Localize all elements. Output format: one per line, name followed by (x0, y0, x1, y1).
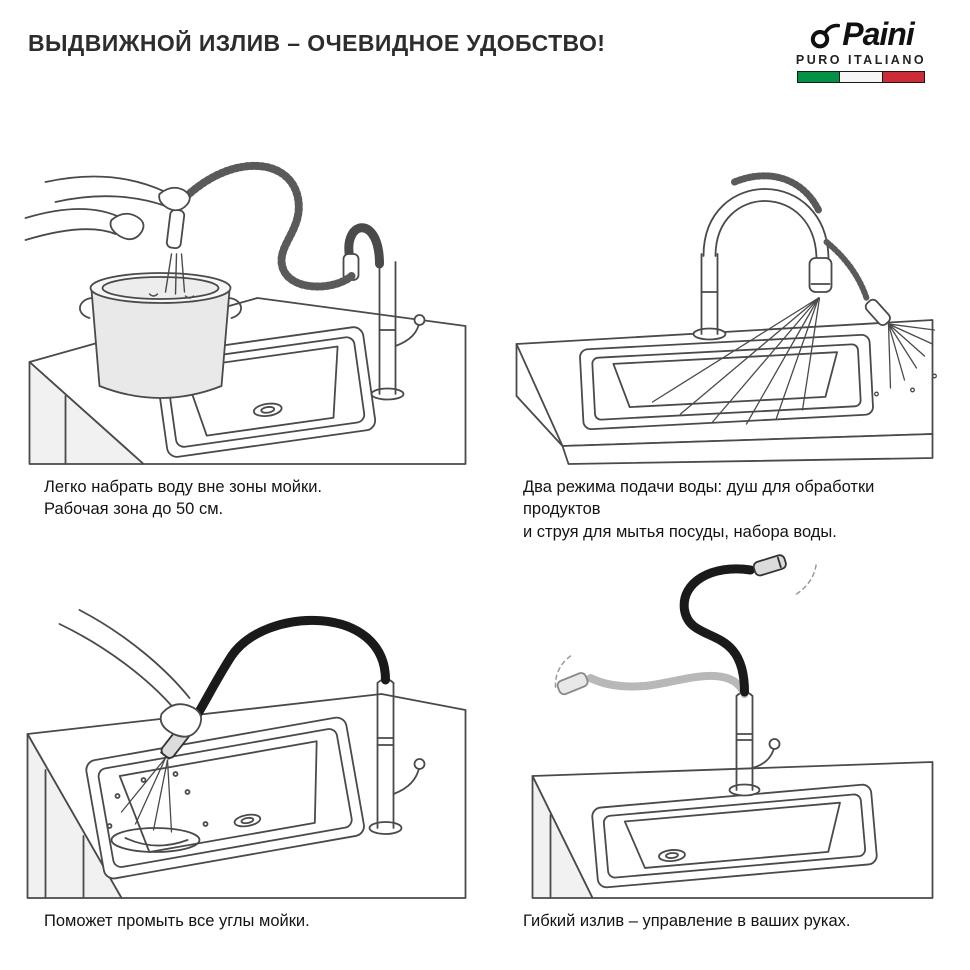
jet-spray (875, 324, 937, 396)
side-spray-head (864, 298, 892, 328)
spray-head (166, 209, 185, 248)
sink (580, 334, 874, 429)
counter-front (563, 434, 933, 464)
brand-tagline: PURO ITALIANO (795, 53, 927, 67)
hand-arm (60, 610, 202, 737)
cabinet-front (533, 776, 593, 898)
hose-segment (735, 176, 819, 210)
caption-line: Рабочая зона до 50 см. (44, 500, 224, 519)
panels-grid: Легко набрать воду вне зоны мойки. Рабоч… (24, 94, 946, 946)
panel-two-modes (503, 94, 946, 466)
drain (659, 849, 686, 862)
brand-name: Paini (842, 16, 914, 52)
pot (80, 273, 241, 398)
faucet-lever (753, 746, 775, 768)
paini-logo-icon (808, 22, 840, 50)
caption-fill-pot: Легко набрать воду вне зоны мойки. Рабоч… (24, 466, 467, 528)
caption-line: Легко набрать воду вне зоны мойки. (44, 478, 323, 496)
hands (26, 177, 190, 240)
ghost-spray-head (556, 672, 589, 696)
illustration-rinse-corners (24, 528, 467, 900)
caption-line: Поможет промыть все углы мойки. (44, 912, 310, 930)
splash (108, 772, 208, 852)
faucet (370, 679, 425, 834)
caption-line: и струя для мытья посуды, набора воды. (523, 522, 837, 541)
caption-line: Гибкий излив – управление в ваших руках. (523, 912, 851, 930)
panel-flexible-spout (503, 528, 946, 900)
spray-head (752, 554, 787, 577)
header: ВЫДВИЖНОЙ ИЗЛИВ – ОЧЕВИДНОЕ УДОБСТВО! Pa… (24, 16, 946, 92)
sink (592, 784, 878, 888)
flexible-hose (684, 569, 750, 692)
faucet (694, 189, 832, 340)
shower-spray (653, 298, 820, 424)
cabinet-front (30, 362, 144, 464)
cabinet-front (28, 734, 122, 898)
caption-line: Два режима подачи воды: душ для обработк… (523, 478, 875, 519)
motion-arc-left (555, 656, 570, 688)
drain (253, 402, 282, 418)
illustration-fill-pot (24, 94, 467, 466)
water-stream (150, 254, 194, 298)
spray (122, 758, 172, 832)
motion-arc-right (797, 562, 817, 594)
caption-two-modes: Два режима подачи воды: душ для обработк… (503, 466, 946, 541)
side-hose (827, 242, 867, 298)
italian-flag-icon (797, 71, 925, 83)
drain (234, 813, 262, 828)
illustration-flexible-spout (503, 528, 946, 900)
sink (85, 716, 366, 880)
page-title: ВЫДВИЖНОЙ ИЗЛИВ – ОЧЕВИДНОЕ УДОБСТВО! (28, 30, 606, 56)
illustration-two-modes (503, 94, 946, 466)
faucet (344, 228, 425, 400)
panel-fill-pot (24, 94, 467, 466)
panel-rinse-corners (24, 528, 467, 900)
brand-logo: Paini PURO ITALIANO (776, 18, 946, 83)
ghost-hose (591, 676, 745, 694)
caption-rinse-corners: Поможет промыть все углы мойки. (24, 900, 467, 946)
caption-flexible-spout: Гибкий излив – управление в ваших руках. (503, 900, 946, 946)
pull-out-hose (176, 166, 352, 287)
flexible-hose (192, 620, 386, 724)
